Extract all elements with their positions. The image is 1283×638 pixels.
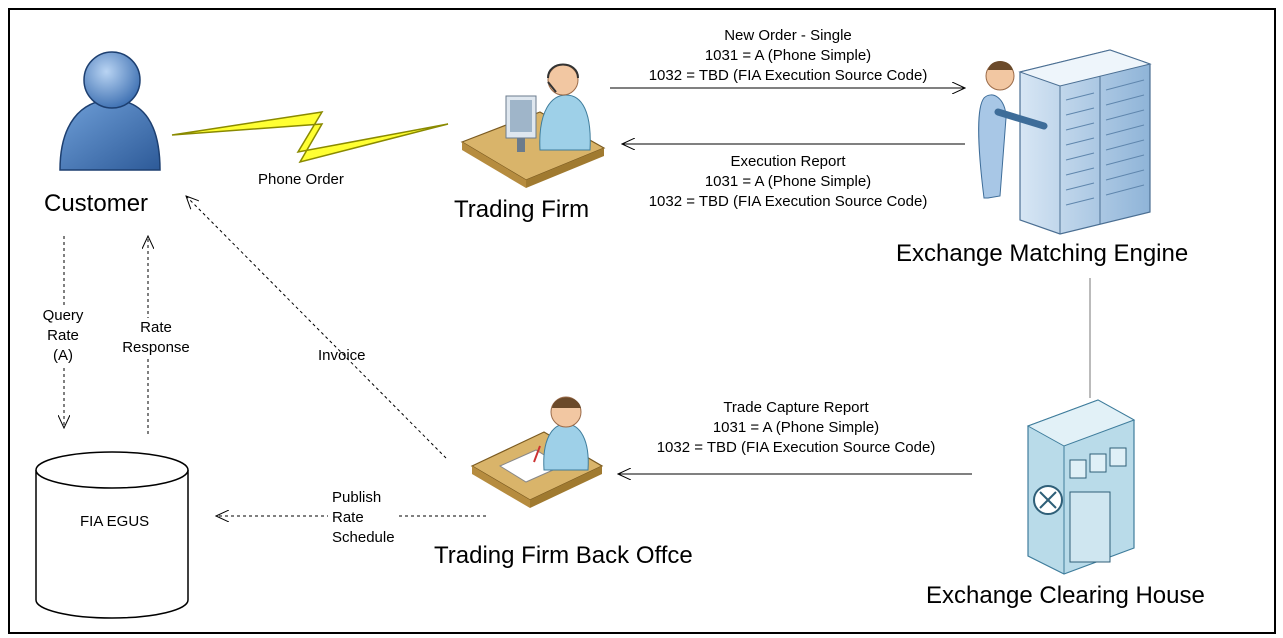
customer-person-icon — [59, 51, 161, 171]
query-rate-line: (A) — [53, 347, 73, 364]
execution-report-line: 1031 = A (Phone Simple) — [704, 173, 872, 190]
new-order-line: 1032 = TBD (FIA Execution Source Code) — [648, 67, 928, 84]
execution-report-label: Execution Report 1031 = A (Phone Simple)… — [608, 152, 968, 212]
rate-response-label: Rate Response — [116, 318, 196, 358]
publish-rate-line: Rate — [332, 509, 364, 526]
rate-response-line: Response — [122, 339, 190, 356]
publish-rate-line: Publish — [332, 489, 382, 506]
trade-capture-line: 1032 = TBD (FIA Execution Source Code) — [656, 439, 936, 456]
invoice-label: Invoice — [318, 347, 366, 364]
back-office-label: Trading Firm Back Offce — [434, 542, 693, 569]
new-order-label: New Order - Single 1031 = A (Phone Simpl… — [608, 26, 968, 86]
clearing-house-label: Exchange Clearing House — [926, 582, 1205, 609]
execution-report-line: Execution Report — [730, 153, 846, 170]
diagram-frame — [8, 8, 1276, 634]
trade-capture-line: Trade Capture Report — [723, 399, 869, 416]
query-rate-label: Query Rate (A) — [34, 306, 92, 366]
phone-order-label: Phone Order — [258, 171, 344, 188]
customer-label: Customer — [44, 190, 149, 217]
fia-egus-label: FIA EGUS — [80, 513, 150, 530]
new-order-line: 1031 = A (Phone Simple) — [704, 47, 872, 64]
trade-capture-line: 1031 = A (Phone Simple) — [712, 419, 880, 436]
new-order-line: New Order - Single — [724, 27, 852, 44]
invoice-arrow — [186, 196, 447, 459]
matching-engine-label: Exchange Matching Engine — [896, 240, 1189, 267]
phone-lightning-icon — [171, 111, 449, 164]
publish-rate-label: Publish Rate Schedule — [328, 488, 399, 548]
call-center-agent-icon — [460, 63, 606, 188]
clearing-house-vault-icon — [1026, 399, 1136, 575]
back-office-clerk-icon — [470, 396, 604, 508]
query-rate-line: Query — [42, 307, 84, 324]
trade-capture-label: Trade Capture Report 1031 = A (Phone Sim… — [616, 398, 976, 458]
publish-rate-line: Schedule — [332, 529, 395, 546]
server-operator-icon — [978, 49, 1152, 235]
query-rate-line: Rate — [47, 327, 79, 344]
trading-firm-label: Trading Firm — [454, 196, 590, 223]
execution-report-line: 1032 = TBD (FIA Execution Source Code) — [648, 193, 928, 210]
rate-response-line: Rate — [140, 319, 172, 336]
database-cylinder-icon — [35, 451, 189, 619]
